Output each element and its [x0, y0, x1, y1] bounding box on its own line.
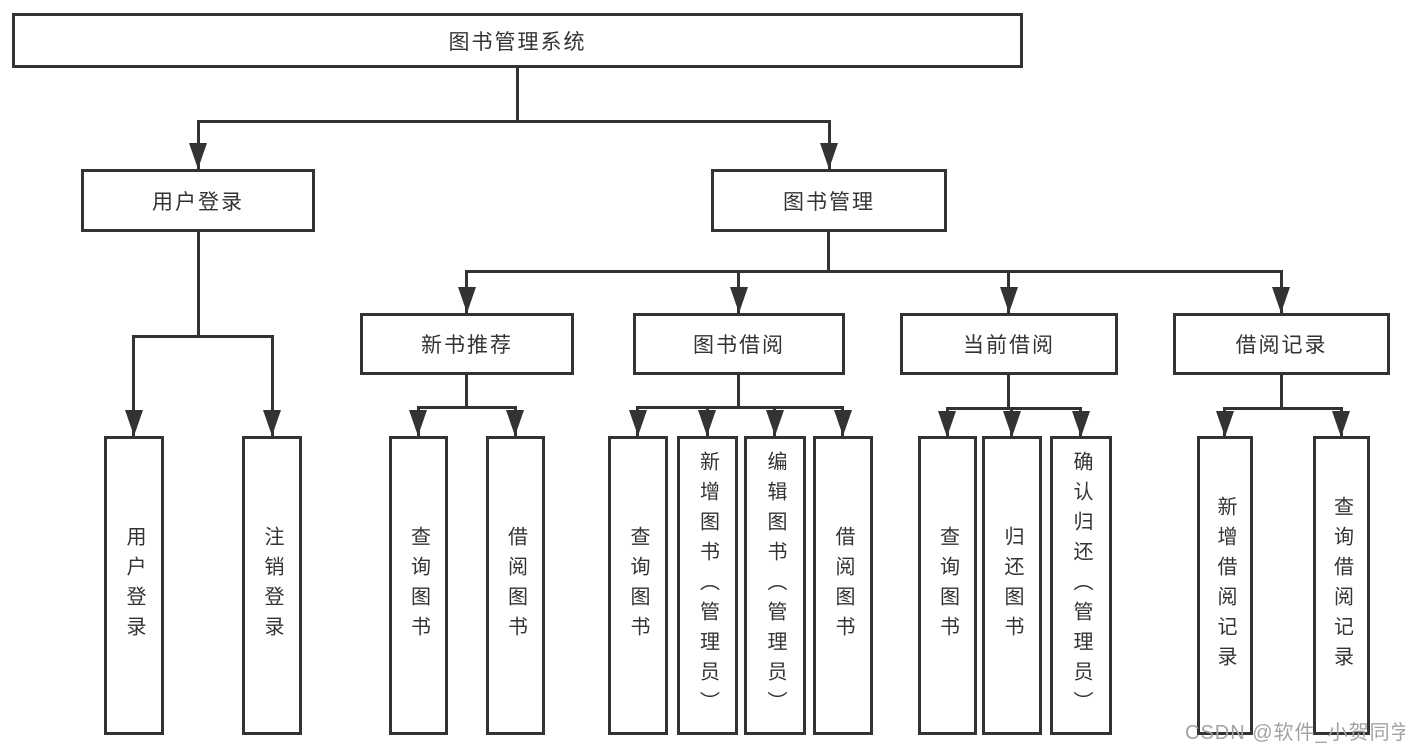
arrowhead-down-icon	[629, 410, 647, 436]
watermark: CSDN @软件_小贺同学	[1185, 722, 1405, 744]
node-label: 用户登录	[123, 525, 145, 646]
connector-line	[271, 335, 274, 436]
node-label: 新增借阅记录	[1214, 495, 1236, 676]
node-label: 查询借阅记录	[1330, 495, 1353, 676]
connector-line	[417, 406, 517, 409]
node-label: 当前借阅	[963, 334, 1055, 357]
arrowhead-down-icon	[834, 410, 852, 436]
leaf-edit-books-admin: 编辑图书（管理员）	[744, 436, 806, 735]
connector-line	[946, 407, 1082, 410]
arrowhead-down-icon	[1272, 287, 1290, 313]
leaf-return-books: 归还图书	[982, 436, 1042, 735]
connector-line	[132, 335, 135, 436]
node-label: 编辑图书（管理员）	[764, 450, 786, 721]
connector-line	[1223, 407, 1342, 410]
connector-line	[197, 230, 200, 338]
leaf-add-borrow-record: 新增借阅记录	[1197, 436, 1253, 735]
connector-line	[466, 270, 1283, 273]
leaf-query-books-current: 查询图书	[918, 436, 977, 735]
node-book-management: 图书管理	[711, 169, 947, 232]
node-borrow-records: 借阅记录	[1173, 313, 1390, 375]
node-library-management-system: 图书管理系统	[12, 13, 1023, 68]
leaf-query-borrow-record: 查询借阅记录	[1313, 436, 1370, 735]
arrowhead-down-icon	[938, 411, 956, 437]
arrowhead-down-icon	[698, 410, 716, 436]
arrowhead-down-icon	[506, 410, 524, 436]
connector-line	[1280, 373, 1283, 410]
arrowhead-down-icon	[263, 410, 281, 436]
arrowhead-down-icon	[1332, 411, 1350, 437]
arrowhead-down-icon	[1000, 287, 1018, 313]
node-label: 查询图书	[407, 525, 430, 646]
node-book-borrowing: 图书借阅	[633, 313, 845, 375]
leaf-add-books-admin: 新增图书（管理员）	[677, 436, 738, 735]
leaf-query-books-recommend: 查询图书	[389, 436, 448, 735]
node-label: 归还图书	[1001, 525, 1023, 646]
connector-line	[1007, 373, 1010, 410]
connector-line	[636, 406, 844, 409]
arrowhead-down-icon	[189, 143, 207, 169]
node-label: 借阅图书	[832, 525, 854, 646]
arrowhead-down-icon	[1216, 411, 1234, 437]
node-label: 借阅记录	[1235, 334, 1328, 357]
connector-line	[827, 230, 830, 273]
node-label: 图书管理系统	[448, 30, 587, 54]
node-label: 新增图书（管理员）	[696, 450, 719, 721]
leaf-query-books-borrowing: 查询图书	[608, 436, 668, 735]
node-label: 借阅图书	[504, 525, 527, 646]
connector-line	[132, 335, 274, 338]
leaf-borrow-books-recommend: 借阅图书	[486, 436, 545, 735]
arrowhead-down-icon	[458, 287, 476, 313]
arrowhead-down-icon	[766, 410, 784, 436]
leaf-confirm-return-admin: 确认归还（管理员）	[1050, 436, 1112, 735]
connector-line	[516, 66, 519, 123]
arrowhead-down-icon	[1072, 411, 1090, 437]
connector-line	[737, 373, 740, 409]
arrowhead-down-icon	[1003, 411, 1021, 437]
leaf-borrow-books-borrowing: 借阅图书	[813, 436, 873, 735]
node-new-book-recommend: 新书推荐	[360, 313, 574, 375]
arrowhead-down-icon	[125, 410, 143, 436]
node-current-borrowing: 当前借阅	[900, 313, 1118, 375]
arrowhead-down-icon	[730, 287, 748, 313]
leaf-logout-login: 注销登录	[242, 436, 302, 735]
node-user-login: 用户登录	[81, 169, 315, 232]
arrowhead-down-icon	[820, 143, 838, 169]
connector-line	[465, 373, 468, 409]
leaf-user-login: 用户登录	[104, 436, 164, 735]
node-label: 注销登录	[261, 525, 283, 646]
node-label: 新书推荐	[421, 334, 513, 357]
connector-line	[197, 120, 831, 123]
arrowhead-down-icon	[409, 410, 427, 436]
node-label: 查询图书	[627, 525, 649, 646]
node-label: 用户登录	[152, 190, 244, 214]
node-label: 查询图书	[936, 525, 959, 646]
node-label: 图书管理	[783, 190, 875, 214]
node-label: 确认归还（管理员）	[1070, 450, 1092, 721]
node-label: 图书借阅	[693, 334, 785, 357]
